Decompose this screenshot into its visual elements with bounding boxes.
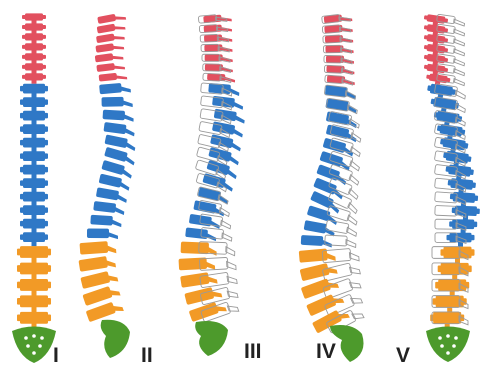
cervical-vertebra [99,72,128,83]
thoracic-vertebra [20,124,48,138]
thoracic-vertebra [20,178,48,192]
sacrum-side [195,321,228,356]
thoracic-vertebra [301,235,333,247]
panel-label-4: IV [316,340,336,363]
panel-label-5: V [396,344,410,367]
cervical-vertebra [95,52,124,63]
thoracic-vertebra [20,84,48,98]
thoracic-vertebra [96,187,128,203]
thoracic-vertebra [20,232,48,246]
lumbar-vertebra [17,312,51,329]
thoracic-vertebra [447,233,475,247]
cervical-vertebra [22,53,46,63]
lumbar-vertebra [184,285,222,306]
cervical-vertebra [22,23,46,33]
lumbar-vertebra [17,263,51,280]
cervical-vertebra [22,73,46,83]
thoracic-vertebra [20,205,48,219]
lumbar-vertebra [80,269,118,290]
lumbar-vertebra [433,296,467,313]
sacrum-front [426,327,470,363]
panel-label-2: II [141,344,153,367]
thoracic-vertebra [90,215,122,227]
spine-1 [12,13,56,363]
lumbar-vertebra [80,241,117,256]
thoracic-vertebra [20,97,48,111]
lumbar-vertebra [17,279,51,296]
thoracic-vertebra [87,228,118,239]
spine-4 [299,13,364,362]
thoracic-vertebra [449,192,478,208]
thoracic-vertebra [103,122,135,136]
lumbar-vertebra [441,247,475,264]
thoracic-vertebra [102,97,133,108]
lumbar-vertebra [179,257,216,272]
lumbar-vertebra [17,246,51,263]
lumbar-vertebra [78,255,116,273]
cervical-vertebra [95,42,124,54]
thoracic-vertebra [20,165,48,179]
thoracic-vertebra [99,82,131,95]
thoracic-vertebra [20,192,48,206]
sacrum-side [101,320,130,358]
cervical-vertebra [97,22,126,34]
thoracic-vertebra [20,138,48,152]
thoracic-vertebra [93,201,125,215]
spine-5 [423,14,480,362]
cervical-vertebra [22,63,46,73]
cervical-vertebra [22,33,46,43]
thoracic-vertebra [98,174,131,191]
lumbar-vertebra [17,295,51,312]
thoracic-vertebra [198,187,231,204]
panel-label-1: I [53,344,59,367]
vertebra-outline [326,205,359,225]
spine-figures [12,12,480,363]
thoracic-vertebra [20,151,48,165]
panel-label-3: III [244,340,262,363]
thoracic-vertebra [102,110,134,122]
cervical-vertebra [22,13,46,23]
spine-2 [78,12,136,358]
cervical-vertebra [96,32,125,44]
thoracic-vertebra [20,219,48,233]
thoracic-vertebra [20,111,48,125]
thoracic-vertebra [303,220,335,236]
spine-3 [179,14,246,356]
thoracic-vertebra [449,219,477,233]
thoracic-vertebra [212,121,244,137]
cervical-vertebra [22,43,46,53]
cervical-vertebra [96,62,125,73]
cervical-vertebra [97,12,126,25]
sacrum-front [12,327,56,364]
lumbar-vertebra [435,279,469,296]
